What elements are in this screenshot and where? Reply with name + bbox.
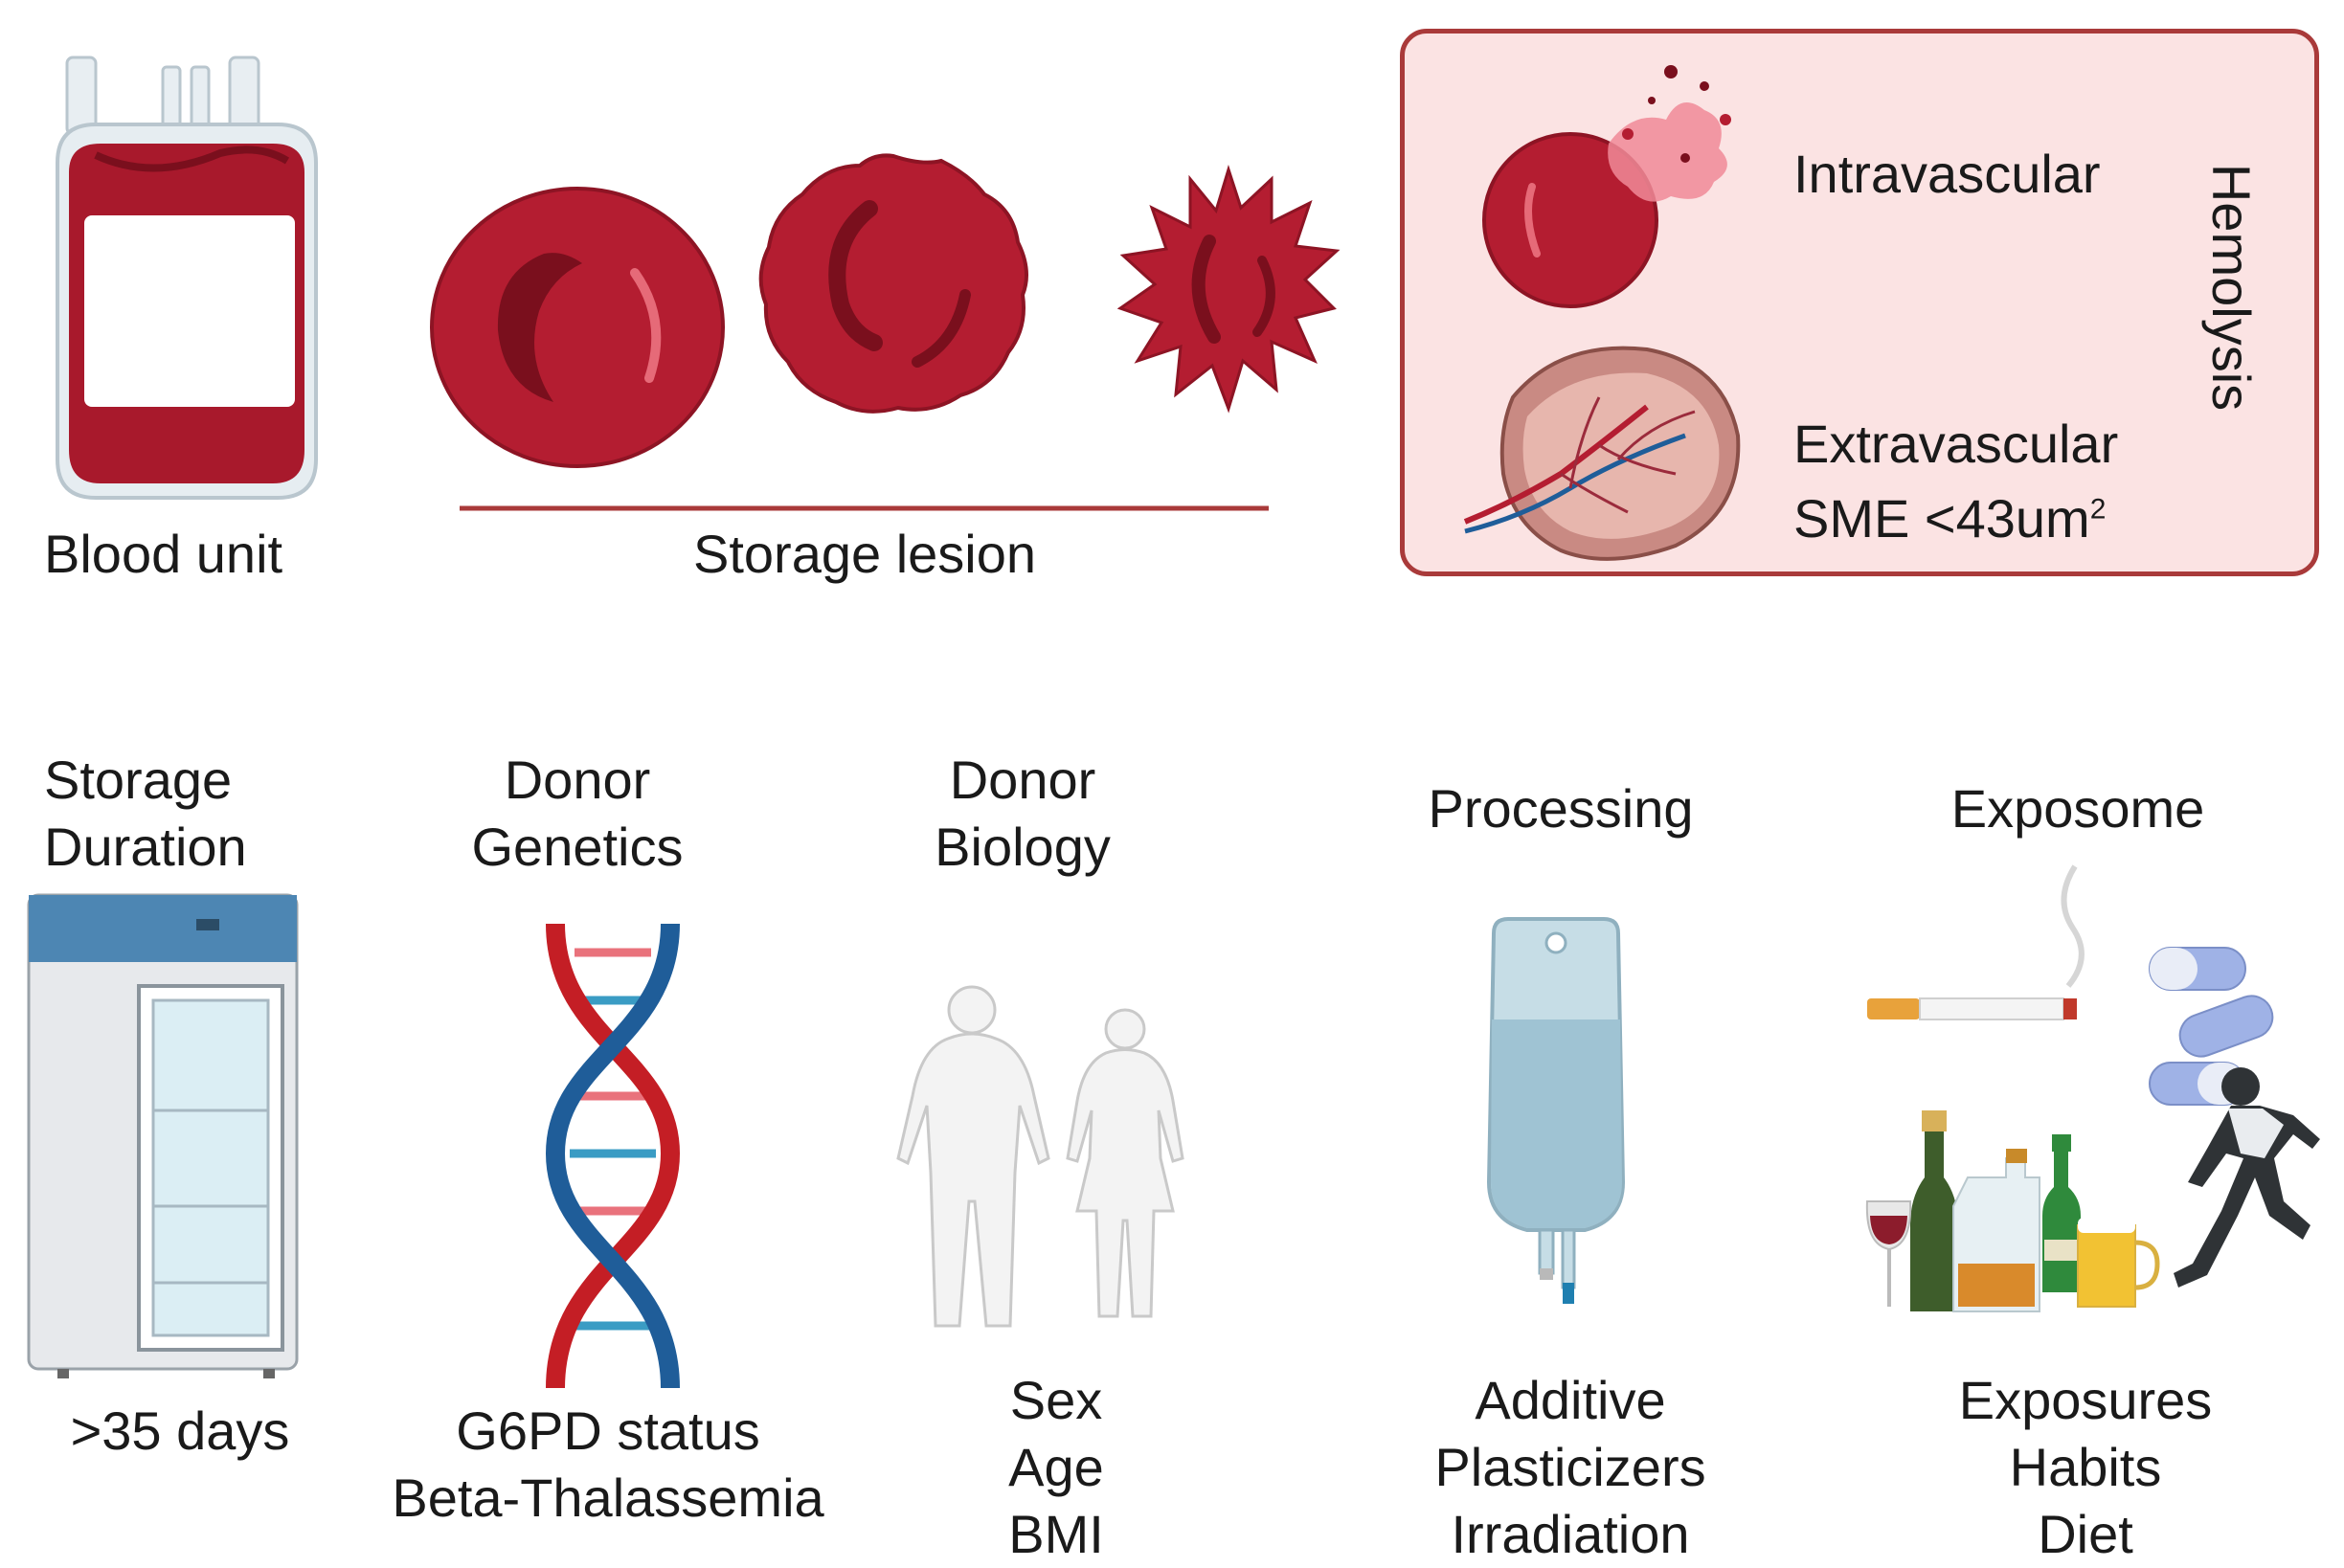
processing-title: Processing [1428,778,1694,839]
storage-duration-details: >35 days [70,1400,290,1461]
rbc-spherocyte-icon [1116,164,1341,414]
extravascular-label: Extravascular [1793,414,2119,474]
hemolysis-title: Hemolysis [2201,163,2262,412]
refrigerator-icon [27,893,299,1378]
blood-unit-label: Blood unit [44,524,283,584]
rbc-normal-icon [430,187,725,468]
intravascular-label: Intravascular [1793,144,2101,204]
dna-icon [545,923,681,1389]
human-body-icon [896,985,1184,1328]
blood-bag-icon [56,56,318,500]
bursting-cell-icon [1482,65,1731,308]
rbc-echinocyte-icon [758,153,1028,414]
exposome-title: Exposome [1950,778,2205,839]
spleen-icon [1463,346,1741,561]
hemolysis-panel [1400,29,2319,576]
storage-lesion-line [460,505,1269,511]
storage-lesion-label: Storage lesion [692,524,1037,584]
iv-bag-icon [1486,917,1626,1304]
exposome-icon [1865,864,2320,1312]
sme-threshold-label: SME <43um2 [1793,488,2107,549]
